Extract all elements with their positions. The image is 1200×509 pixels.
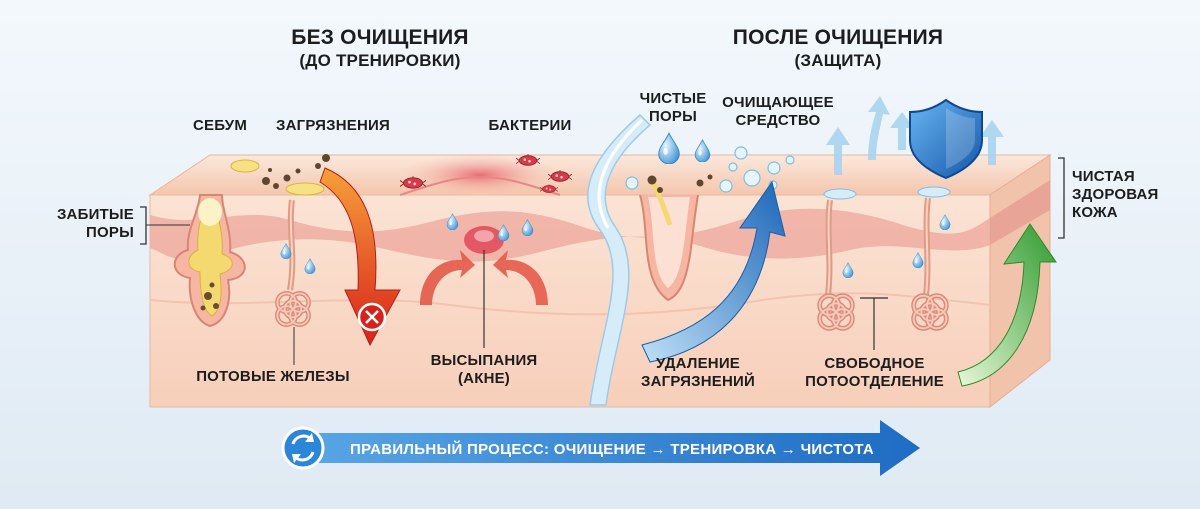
sweat-gland-right-1 (820, 188, 857, 328)
left-subtitle: (ДО ТРЕНИРОВКИ) (299, 51, 461, 70)
healthy-skin-line3: КОЖА (1072, 204, 1118, 221)
shield-icon (909, 98, 983, 180)
acne-line1: ВЫСЫПАНИЯ (430, 352, 538, 369)
dirt-removal-line2: ЗАГРЯЗНЕНИЙ (641, 373, 755, 390)
clean-pores-line2: ПОРЫ (649, 108, 697, 125)
process-banner (281, 420, 920, 476)
process-banner-text: ПРАВИЛЬНЫЙ ПРОЦЕСС: ОЧИЩЕНИЕ → ТРЕНИРОВК… (350, 441, 874, 458)
cleanser-label: ОЧИЩАЮЩЕЕ СРЕДСТВО (718, 94, 838, 130)
healthy-skin-label: ЧИСТАЯ ЗДОРОВАЯ КОЖА (1072, 168, 1182, 222)
dirt-removal-line1: УДАЛЕНИЕ (655, 355, 741, 372)
clean-pore (639, 174, 713, 302)
sweat-gland (277, 199, 308, 325)
acne-line2: (АКНЕ) (457, 370, 510, 387)
sebum-blob (285, 182, 325, 196)
acne-label: ВЫСЫПАНИЯ (АКНЕ) (424, 352, 544, 388)
dirt-particles (262, 154, 330, 189)
clogged-pores-label: ЗАБИТЫЕ ПОРЫ (44, 206, 134, 242)
sweating-leader-line (860, 297, 888, 350)
clogged-pores-line2: ПОРЫ (86, 224, 134, 241)
left-title: БЕЗ ОЧИЩЕНИЯ (291, 26, 469, 49)
cleanser-wave (587, 113, 652, 406)
inflammation-arrows (420, 250, 548, 305)
sebum-label: СЕБУМ (192, 117, 248, 134)
right-title-block: ПОСЛЕ ОЧИЩЕНИЯ (ЗАЩИТА) (708, 26, 968, 72)
red-down-arrow (319, 167, 401, 347)
clogged-pore (173, 194, 246, 328)
left-title-block: БЕЗ ОЧИЩЕНИЯ (ДО ТРЕНИРОВКИ) (255, 26, 505, 72)
healthy-skin-bracket (1058, 157, 1065, 239)
cleanser-line2: СРЕДСТВО (735, 112, 821, 129)
acne-inflammation (399, 153, 561, 254)
blue-up-arrow (641, 180, 786, 363)
healthy-skin-line2: ЗДОРОВАЯ (1072, 186, 1159, 203)
sebum-blob (230, 159, 260, 173)
free-sweating-label: СВОБОДНОЕ ПОТООТДЕЛЕНИЕ (792, 355, 957, 391)
healthy-skin-line1: ЧИСТАЯ (1072, 168, 1135, 185)
free-sweating-line1: СВОБОДНОЕ (824, 355, 925, 372)
cleanser-bubbles (625, 146, 795, 193)
clogged-pores-line1: ЗАБИТЫЕ (56, 206, 134, 223)
refresh-cycle-icon (281, 426, 325, 470)
green-up-arrow (957, 223, 1057, 387)
bacteria-label: БАКТЕРИИ (488, 117, 572, 134)
clean-pores-label: ЧИСТЫЕ ПОРЫ (633, 90, 713, 126)
free-sweating-line2: ПОТООТДЕЛЕНИЕ (805, 373, 944, 390)
vapor-arrows (826, 96, 1004, 175)
right-subtitle: (ЗАЩИТА) (794, 51, 882, 70)
right-title: ПОСЛЕ ОЧИЩЕНИЯ (732, 26, 944, 49)
prohibited-icon (357, 302, 387, 332)
cleanser-line1: ОЧИЩАЮЩЕЕ (722, 94, 834, 111)
sweat-glands-label: ПОТОВЫЕ ЖЕЛЕЗЫ (196, 368, 350, 385)
dirt-label: ЗАГРЯЗНЕНИЯ (276, 117, 390, 134)
dirt-removal-label: УДАЛЕНИЕ ЗАГРЯЗНЕНИЙ (628, 355, 768, 391)
sweat-gland-right-2 (914, 186, 951, 328)
clean-pores-line1: ЧИСТЫЕ (639, 90, 707, 107)
